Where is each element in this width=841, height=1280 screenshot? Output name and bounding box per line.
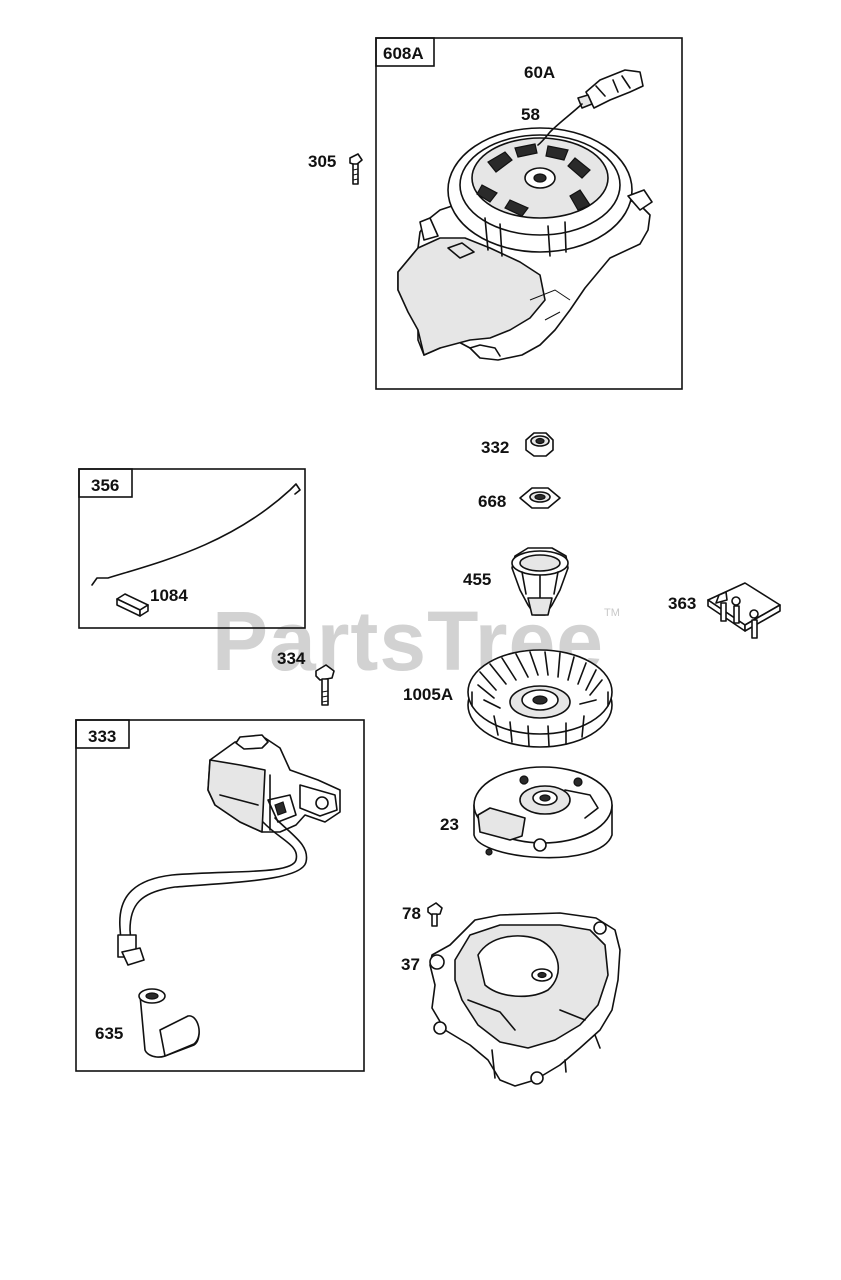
box-608A[interactable]: 608A [375, 37, 683, 390]
part-363-bracket[interactable] [707, 582, 781, 639]
box-333[interactable]: 333 635 [75, 719, 365, 1072]
part-58-starter-rope[interactable] [537, 103, 583, 146]
part-356-governor-link[interactable] [91, 483, 301, 586]
part-608A-recoil-housing[interactable] [397, 127, 653, 361]
part-1084-bushing[interactable] [116, 593, 149, 617]
callout-58[interactable]: 58 [521, 105, 540, 124]
part-1005A-flywheel[interactable] [467, 649, 613, 748]
callout-1005A[interactable]: 1005A [403, 685, 453, 704]
part-37-blower-housing[interactable] [429, 912, 621, 1087]
box-333-label: 333 [88, 727, 116, 746]
box-333-frame [75, 719, 365, 1072]
callout-363[interactable]: 363 [668, 594, 696, 613]
part-78-screw[interactable] [427, 902, 443, 927]
callout-23[interactable]: 23 [440, 815, 459, 834]
box-608A-label: 608A [383, 44, 424, 63]
box-356-frame [78, 468, 306, 629]
callout-1084[interactable]: 1084 [150, 586, 188, 605]
part-23-cover-plate[interactable] [473, 766, 613, 859]
part-305-screw[interactable] [349, 153, 363, 185]
callout-635[interactable]: 635 [95, 1024, 123, 1043]
part-334-bolt[interactable] [315, 664, 335, 706]
box-608A-frame [375, 37, 683, 390]
callout-668[interactable]: 668 [478, 492, 506, 511]
part-332-nut[interactable] [525, 432, 554, 457]
box-333-tab [75, 719, 130, 749]
part-455-starter-cup[interactable] [511, 547, 569, 616]
part-668-washer[interactable] [519, 487, 561, 509]
watermark-trademark: TM [604, 607, 620, 619]
box-356-label: 356 [91, 476, 119, 495]
callout-305[interactable]: 305 [308, 152, 336, 171]
box-608A-tab [375, 37, 435, 67]
callout-332[interactable]: 332 [481, 438, 509, 457]
callout-78[interactable]: 78 [402, 904, 421, 923]
box-356[interactable]: 356 1084 [78, 468, 306, 629]
callout-334[interactable]: 334 [277, 649, 306, 668]
part-60A-starter-handle[interactable] [577, 69, 644, 109]
part-333-ignition-armature[interactable] [117, 734, 341, 966]
box-356-tab [78, 468, 133, 498]
callout-37[interactable]: 37 [401, 955, 420, 974]
callout-60A[interactable]: 60A [524, 63, 555, 82]
part-635-spark-plug-boot[interactable] [138, 988, 200, 1058]
callout-455[interactable]: 455 [463, 570, 491, 589]
